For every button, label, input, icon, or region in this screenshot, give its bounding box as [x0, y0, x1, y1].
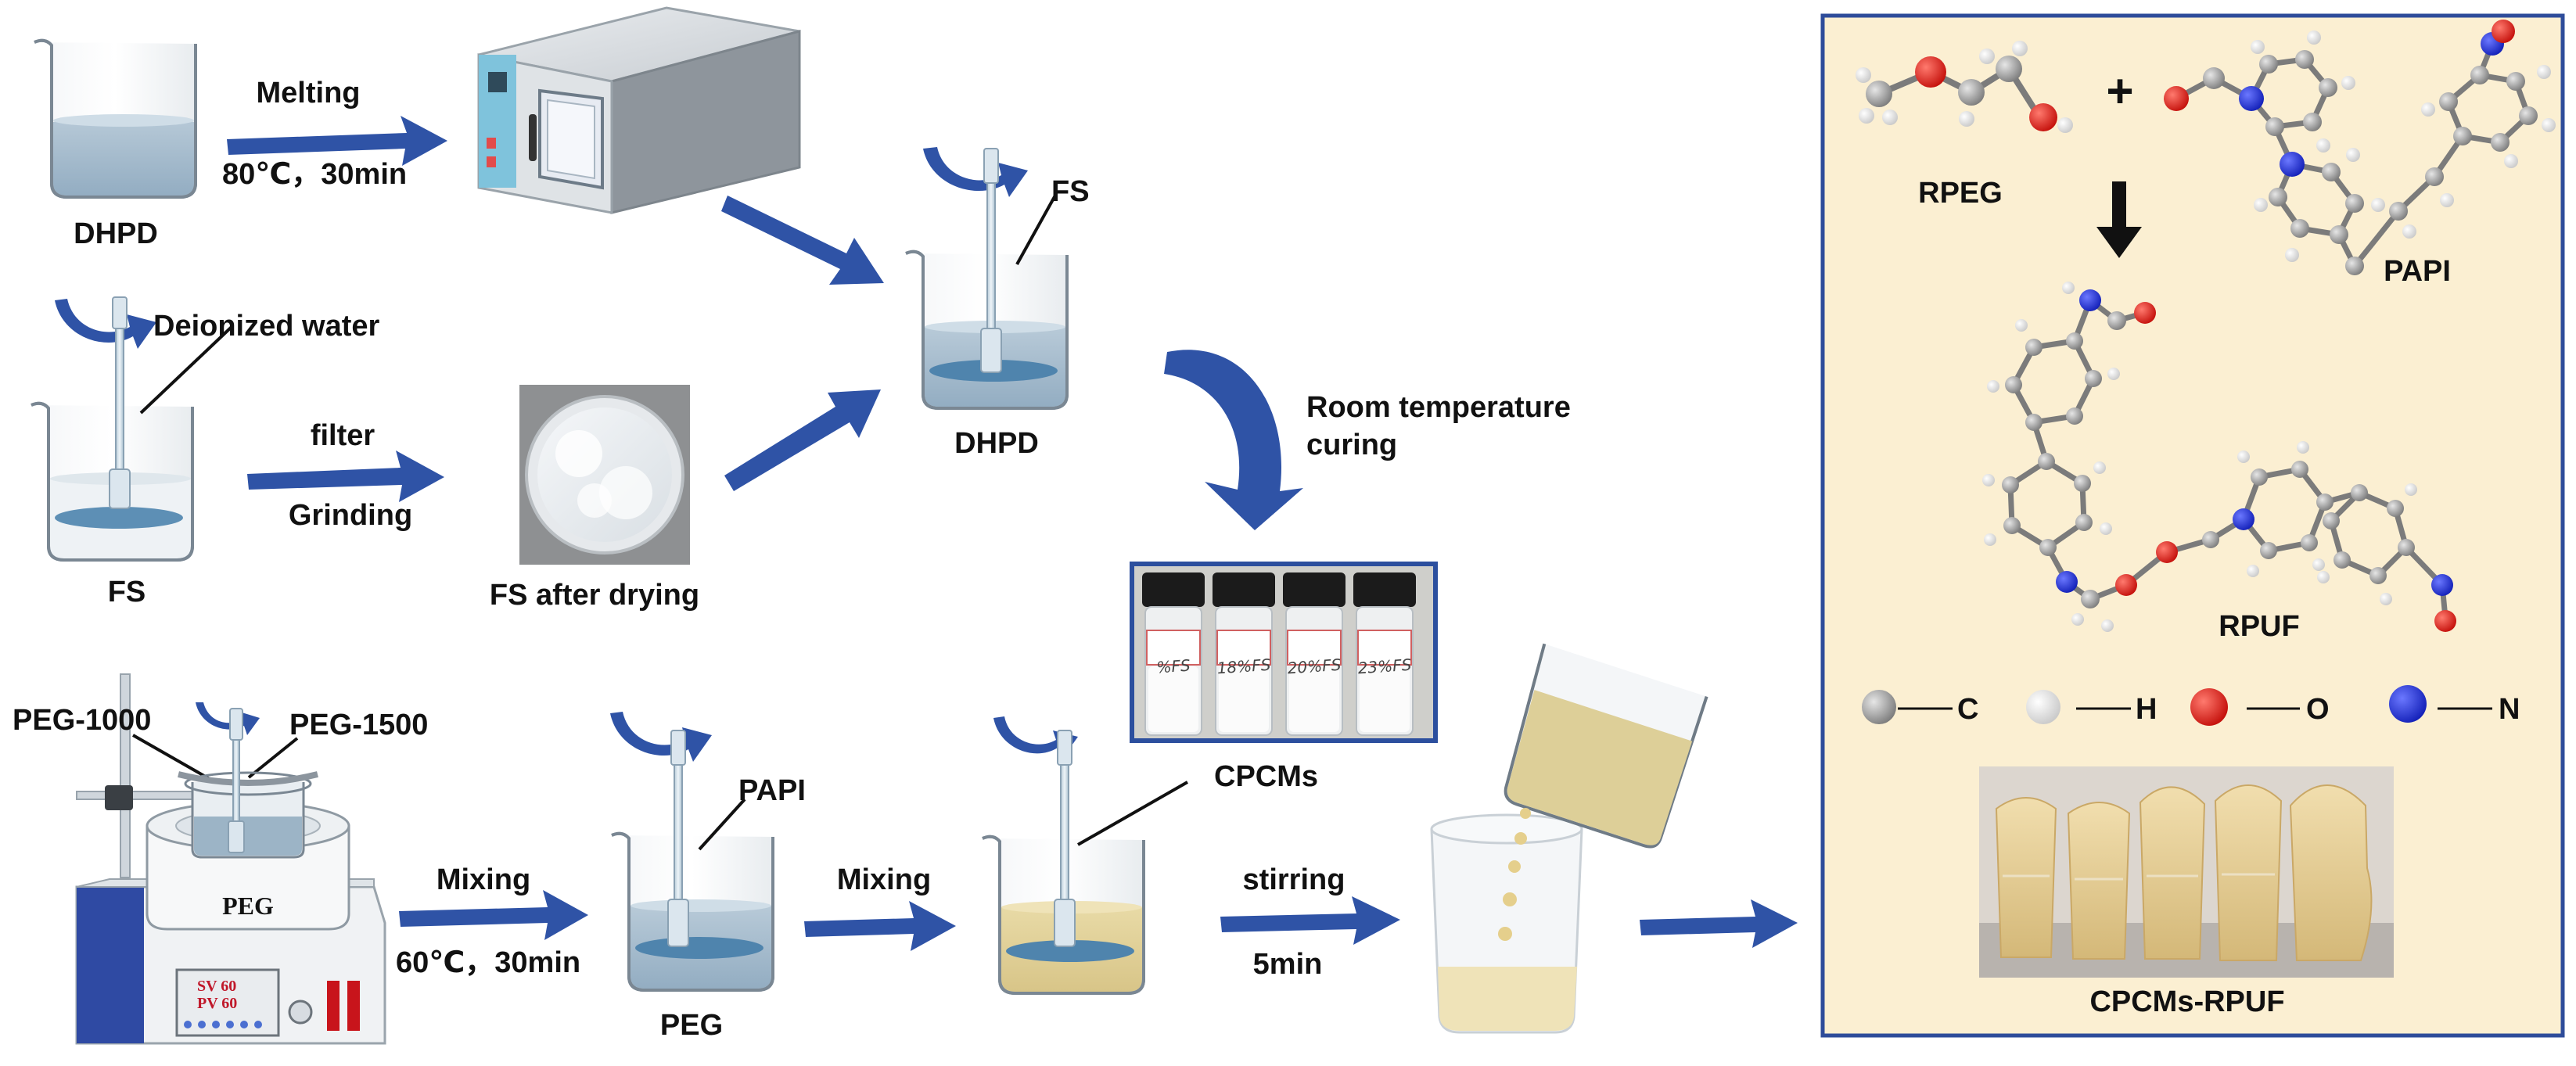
label-peg-beaker: PEG — [659, 1009, 724, 1042]
label-mixing-1-conditions: 60℃，30min — [396, 946, 581, 979]
label-mixing-2: Mixing — [836, 863, 932, 896]
label-papi-molecule: PAPI — [2384, 255, 2451, 288]
label-fs-beaker: FS — [107, 576, 146, 608]
rotate-arrow-fs-top — [923, 147, 1028, 197]
atom-legend — [1862, 685, 2492, 726]
chemistry-panel — [1820, 13, 2565, 1038]
vial-label-2: 18%FS — [1216, 655, 1272, 678]
label-rpuf: RPUF — [2219, 610, 2300, 643]
label-papi: PAPI — [738, 774, 806, 807]
label-filter: filter — [310, 419, 375, 452]
arrow-room-temp — [1164, 350, 1303, 530]
label-stirring-time: 5min — [1252, 948, 1323, 981]
pointer-cpcms — [1077, 781, 1188, 846]
arrow-mixing-1 — [399, 890, 588, 940]
label-stirring: stirring — [1242, 863, 1345, 896]
beaker-peg — [611, 831, 774, 992]
pointer-peg1500 — [247, 737, 299, 779]
display-sv: SV 60 — [197, 978, 237, 995]
label-cpcms: CPCMs — [1214, 760, 1319, 793]
label-curing: curing — [1306, 429, 1398, 461]
legend-n: N — [2499, 693, 2520, 726]
label-room-temperature: Room temperature — [1306, 391, 1571, 424]
label-cpcms-rpuf: CPCMs-RPUF — [2089, 985, 2285, 1018]
pouring-scene — [1430, 643, 1708, 1034]
arrow-melting — [227, 116, 447, 166]
label-peg-1500: PEG-1500 — [289, 709, 429, 741]
label-plus: + — [2106, 65, 2134, 117]
foam-photo — [1979, 766, 2394, 978]
label-deionized-water: Deionized water — [153, 310, 380, 343]
label-peg-bath: PEG — [222, 892, 274, 920]
fs-powder-photo — [519, 385, 690, 565]
label-fs-stir: FS — [1051, 175, 1090, 208]
rotate-arrow-peg-beaker — [610, 712, 712, 762]
label-dhpd-mix: DHPD — [954, 427, 1039, 460]
label-dhpd-top: DHPD — [74, 217, 158, 250]
legend-h: H — [2136, 693, 2157, 726]
label-melting-conditions: 80℃，30min — [222, 158, 408, 191]
arrow-powder-to-beaker — [724, 389, 881, 491]
stirrer-fs — [109, 296, 131, 509]
arrow-mixing-2 — [804, 901, 956, 951]
oven — [477, 6, 801, 214]
label-mixing-1: Mixing — [436, 863, 531, 896]
display-pv: PV 60 — [197, 995, 238, 1012]
hotplate-stirrer — [75, 673, 386, 1045]
legend-o: O — [2306, 693, 2330, 726]
label-fs-after-drying: FS after drying — [489, 579, 700, 612]
pointer-peg1000 — [132, 734, 210, 781]
stirrer-cpcms — [1054, 730, 1076, 947]
vials-photo — [1130, 562, 1438, 743]
label-rpeg: RPEG — [1918, 177, 2003, 210]
vial-label-4: 23%FS — [1356, 655, 1413, 678]
pointer-papi — [698, 798, 746, 851]
vial-label-3: 20%FS — [1286, 655, 1342, 678]
label-grinding: Grinding — [288, 499, 413, 532]
rotate-arrow-peg — [196, 702, 260, 735]
pointer-fs — [1015, 193, 1058, 265]
stirrer-dhpd-mix — [980, 148, 1002, 373]
pointer-deionized — [139, 325, 233, 415]
arrow-oven-to-beaker — [721, 196, 884, 285]
stirrer-peg — [667, 730, 689, 947]
arrow-filter — [247, 450, 444, 502]
label-melting: Melting — [256, 77, 361, 109]
rotate-arrow-fs-beaker — [55, 299, 156, 349]
arrow-to-panel — [1640, 899, 1798, 948]
label-peg-1000: PEG-1000 — [13, 704, 152, 737]
vial-label-1: %FS — [1155, 655, 1191, 677]
legend-c: C — [1957, 693, 1979, 726]
arrow-stirring — [1220, 896, 1400, 945]
beaker-dhpd — [34, 38, 197, 199]
